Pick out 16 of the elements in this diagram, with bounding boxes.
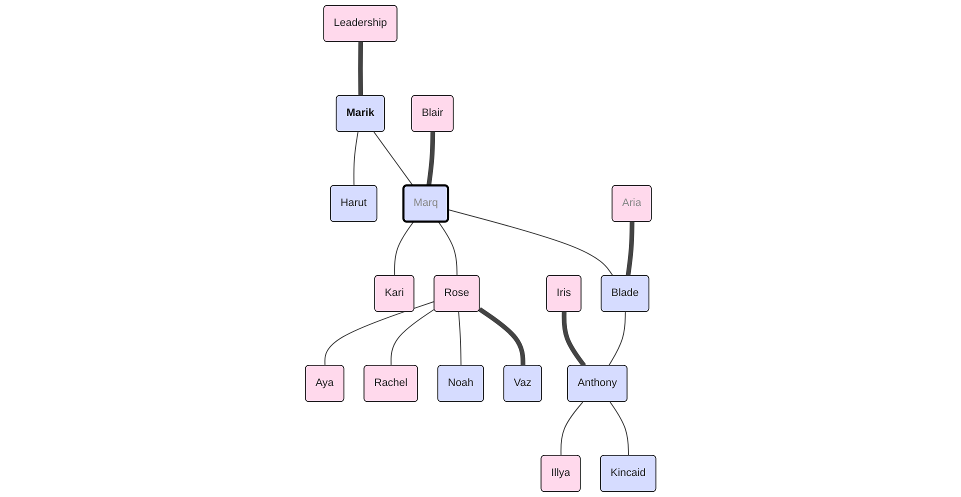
connector [608, 312, 626, 366]
connector [438, 222, 458, 276]
connector [390, 308, 435, 366]
connector [560, 402, 584, 456]
connector [478, 307, 526, 366]
connector [626, 222, 634, 276]
connector [394, 222, 414, 276]
connector [358, 42, 363, 96]
connector [458, 312, 462, 366]
connector [448, 209, 614, 276]
connector [324, 301, 434, 366]
connector [373, 132, 414, 186]
connector [426, 132, 435, 186]
connector [353, 132, 358, 186]
connector [562, 312, 586, 368]
connector [610, 402, 629, 456]
